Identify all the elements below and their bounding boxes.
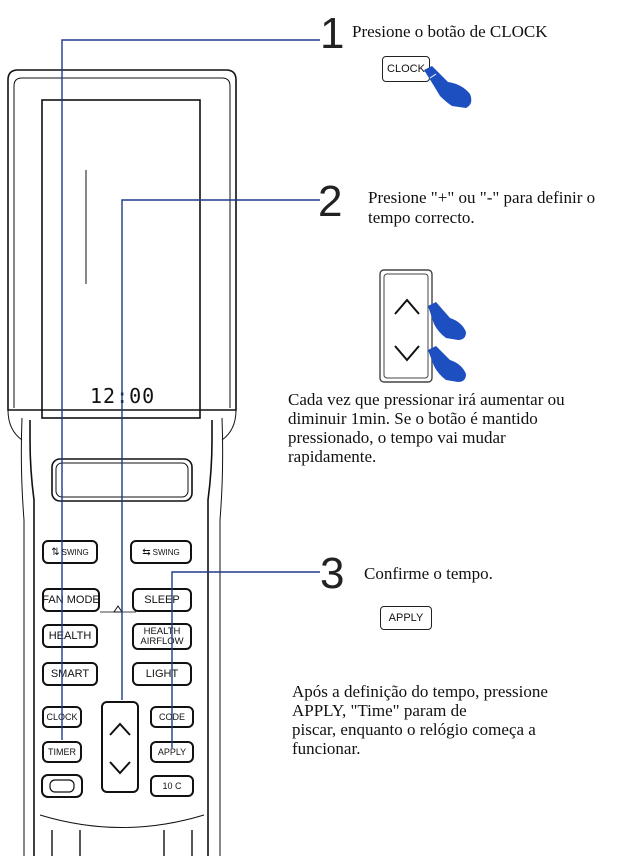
down-arrow-icon	[394, 345, 420, 362]
swing-vertical-button[interactable]: ⇅ SWING	[42, 540, 98, 564]
swing-vertical-icon: ⇅	[51, 546, 60, 558]
step-3-apply-button: APPLY	[380, 606, 432, 630]
up-arrow-icon	[394, 298, 420, 315]
rocker-down-icon	[109, 761, 131, 775]
apply-button[interactable]: APPLY	[150, 741, 194, 763]
step-2-note: Cada vez que pressionar irá aumentar ou …	[288, 390, 565, 466]
sleep-button[interactable]: SLEEP	[132, 588, 192, 612]
step-2-text: Presione "+" ou "-" para definir o tempo…	[368, 188, 596, 227]
swing-horizontal-button[interactable]: ⇆ SWING	[130, 540, 192, 564]
step-2-number: 2	[318, 177, 343, 226]
rocker-up-icon	[109, 722, 131, 736]
swing-horizontal-icon: ⇆	[142, 546, 151, 558]
step-3-note: Após a definição do tempo, pressione APP…	[292, 682, 548, 758]
step-1-number: 1	[320, 9, 345, 58]
smart-button[interactable]: SMART	[42, 662, 98, 686]
step-3-number: 3	[320, 549, 345, 598]
ten-c-button[interactable]: 10 C	[150, 775, 194, 797]
step-1-text: Presione o botão de CLOCK	[352, 22, 548, 41]
fan-mode-button[interactable]: FAN MODE	[42, 588, 100, 612]
light-button[interactable]: LIGHT	[132, 662, 192, 686]
timer-button[interactable]: TIMER	[42, 741, 82, 763]
hand-pointer-icon	[428, 346, 466, 382]
hand-pointer-icon	[428, 302, 466, 340]
step-3-text: Confirme o tempo.	[364, 564, 493, 583]
health-button[interactable]: HEALTH	[42, 624, 98, 648]
health-airflow-button[interactable]: HEALTH AIRFLOW	[132, 623, 192, 650]
